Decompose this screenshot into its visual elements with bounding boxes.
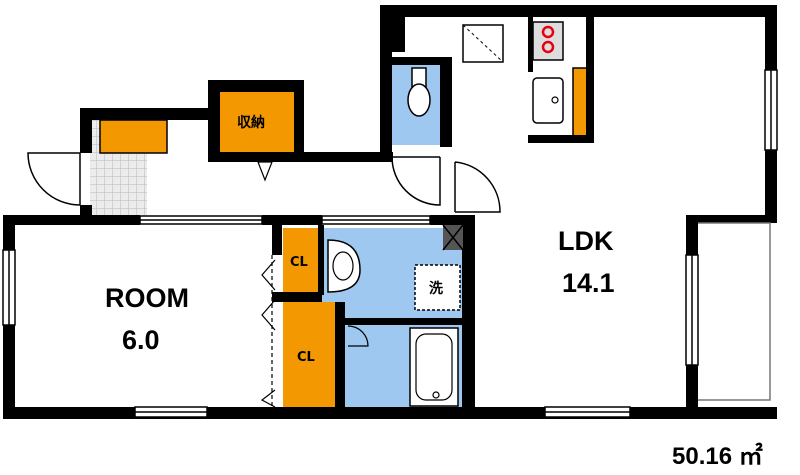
room-name-label: ROOM: [105, 283, 189, 313]
kitchen-cabinet: [572, 67, 588, 141]
storage-label: 収納: [237, 114, 265, 131]
ldk-name-label: LDK: [558, 226, 614, 256]
kitchen-sink: [532, 77, 564, 124]
toilet-fixture: [407, 67, 431, 117]
closet-lower: [283, 302, 335, 407]
windows: [2, 69, 778, 418]
ldk-size-label: 14.1: [562, 268, 615, 298]
shoe-cabinet: [99, 119, 168, 154]
closet-upper-label: CL: [290, 255, 308, 270]
bathtub: [409, 327, 459, 407]
room-size-label: 6.0: [122, 325, 160, 355]
storage-closet: [216, 90, 294, 152]
fridge-space: [462, 24, 504, 63]
total-area-label: 50.16 ㎡: [672, 442, 763, 470]
washing-machine-space: [414, 264, 461, 311]
laundry-label: 洗: [429, 280, 443, 297]
closet-lower-label: CL: [297, 350, 315, 365]
bay-window-ledge: [698, 222, 771, 401]
doors: [27, 152, 501, 213]
closet-upper: [283, 228, 318, 293]
storage-door-mark: [257, 161, 273, 182]
stove: [532, 21, 564, 61]
washbasin: [327, 239, 361, 293]
closet-folding-doors: [260, 255, 276, 408]
washroom-door: [347, 325, 369, 347]
pipe-shaft: [442, 224, 464, 251]
